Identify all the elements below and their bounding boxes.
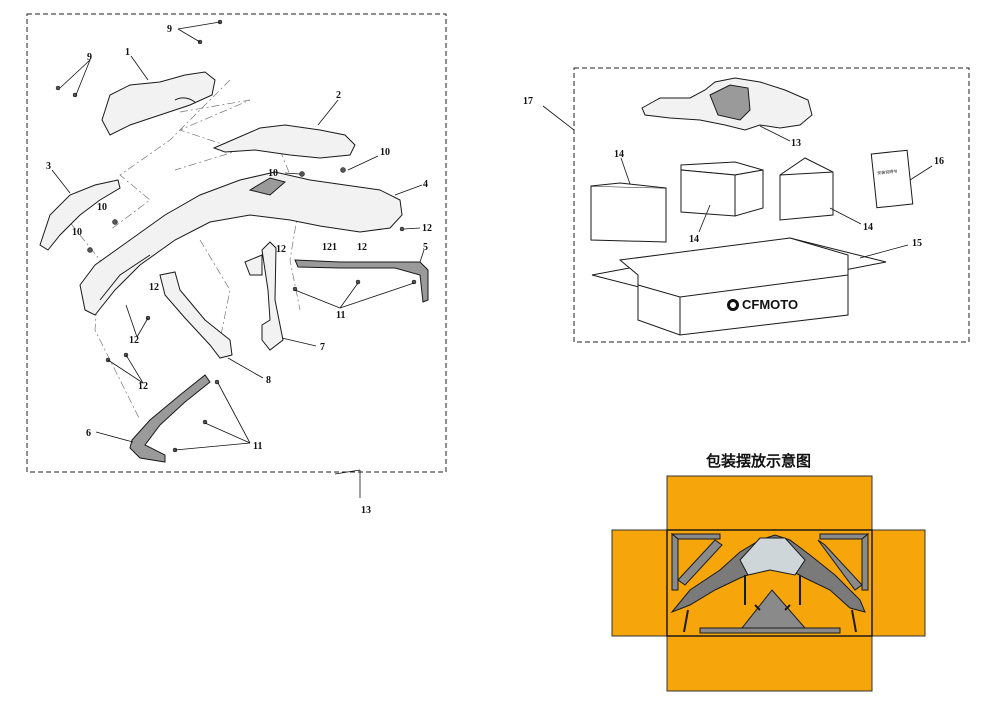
part-7-mounting-plate bbox=[261, 241, 284, 351]
nut bbox=[87, 247, 93, 253]
manual: 安装说明书 bbox=[870, 149, 914, 209]
manual-label: 安装说明书 bbox=[877, 167, 898, 175]
callout-12-center: 12 bbox=[357, 242, 367, 253]
screw bbox=[55, 85, 61, 91]
part-8-support-arm bbox=[159, 271, 233, 359]
packing-layout-title: 包装摆放示意图 bbox=[706, 452, 811, 470]
foam-bar-top-right bbox=[819, 533, 870, 540]
part-2-right-trim bbox=[212, 124, 356, 159]
construction-line bbox=[174, 99, 251, 171]
foam-block-right-edge bbox=[779, 171, 834, 176]
callout-10-left-upper: 10 bbox=[97, 202, 107, 213]
callout-15: 15 bbox=[912, 238, 922, 249]
package-view: 安装说明书 CFMOTO 17 13 14 14 14 bbox=[523, 67, 970, 343]
rack-top-cover-in-box bbox=[739, 537, 806, 576]
callout-14-center: 14 bbox=[689, 234, 699, 245]
callout-11-right: 11 bbox=[336, 310, 345, 321]
callout-6: 6 bbox=[86, 428, 91, 439]
foam-bar-bottom bbox=[699, 627, 841, 634]
callout-10-left-lower: 10 bbox=[72, 227, 82, 238]
assembled-rack-center bbox=[709, 84, 751, 121]
foam-block-right bbox=[779, 157, 834, 221]
main-assembly-frame bbox=[26, 13, 447, 473]
callout-12-arm: 12 bbox=[149, 282, 159, 293]
manual-sheet bbox=[870, 149, 914, 209]
package-view-frame bbox=[573, 67, 970, 343]
foam-brace-right bbox=[817, 539, 863, 591]
box-flap-top bbox=[666, 475, 873, 532]
callout-9-top: 9 bbox=[167, 24, 172, 35]
part-1-detail bbox=[174, 97, 196, 103]
callout-16: 16 bbox=[934, 156, 944, 167]
callout-10-right: 10 bbox=[380, 147, 390, 158]
part-5-right-bracket bbox=[294, 259, 429, 303]
callout-13: 13 bbox=[361, 505, 371, 516]
rack-feet-in-box bbox=[683, 609, 857, 633]
callout-12-low: 12 bbox=[129, 335, 139, 346]
foam-brace-left bbox=[677, 539, 723, 586]
callout-8: 8 bbox=[266, 375, 271, 386]
nut bbox=[340, 167, 346, 173]
part-4-main-frame bbox=[79, 171, 403, 316]
callout-10-center: 10 bbox=[268, 168, 278, 179]
callout-2: 2 bbox=[336, 90, 341, 101]
callout-group: 1 2 3 4 5 6 7 8 9 9 10 10 10 10 11 11 12… bbox=[46, 24, 432, 516]
part-6-lower-bracket bbox=[129, 374, 211, 463]
callout-17: 17 bbox=[523, 96, 533, 107]
construction-line bbox=[199, 239, 231, 341]
box-flap-left bbox=[611, 529, 669, 637]
callout-3: 3 bbox=[46, 161, 51, 172]
callout-9-left: 9 bbox=[87, 52, 92, 63]
callout-13-package: 13 bbox=[791, 138, 801, 149]
screw bbox=[399, 226, 405, 232]
construction-line bbox=[109, 79, 231, 231]
leader-lines bbox=[51, 21, 425, 498]
callout-4: 4 bbox=[423, 179, 428, 190]
box-flap-right bbox=[870, 529, 926, 637]
callout-1: 1 bbox=[125, 47, 130, 58]
callout-121: 121 bbox=[322, 242, 337, 253]
box-flap-bottom bbox=[666, 635, 873, 692]
cfmoto-logo: CFMOTO bbox=[727, 297, 798, 312]
package-callout-group: 17 13 14 14 14 15 16 bbox=[523, 96, 944, 249]
main-assembly: 1 2 3 4 5 6 7 8 9 9 10 10 10 10 11 11 12… bbox=[26, 13, 447, 516]
callout-11-lower: 11 bbox=[253, 441, 262, 452]
foam-block-left bbox=[590, 185, 667, 243]
nut bbox=[299, 171, 305, 177]
construction-line bbox=[59, 209, 141, 421]
callout-12-bottom: 12 bbox=[138, 381, 148, 392]
callout-12-plate: 12 bbox=[276, 244, 286, 255]
foam-bar-right bbox=[861, 532, 869, 591]
part-7-tab bbox=[244, 254, 263, 276]
callout-14-right: 14 bbox=[863, 222, 873, 233]
part-4-detail bbox=[99, 254, 151, 301]
callout-12-far-right: 12 bbox=[422, 223, 432, 234]
cfmoto-brand-text: CFMOTO bbox=[742, 297, 798, 312]
part-1-top-cover bbox=[101, 71, 216, 136]
package-leader-lines bbox=[542, 105, 933, 259]
rack-legs-in-box bbox=[744, 575, 801, 611]
packing-layout: 包装摆放示意图 bbox=[611, 452, 926, 692]
screw bbox=[202, 419, 208, 425]
cfmoto-emblem-inner bbox=[730, 302, 736, 308]
callout-5: 5 bbox=[423, 242, 428, 253]
callout-7: 7 bbox=[320, 342, 325, 353]
nut bbox=[112, 219, 118, 225]
foam-bar-top-left bbox=[670, 533, 721, 540]
part-4-mount bbox=[248, 177, 287, 196]
construction-line bbox=[279, 149, 301, 311]
foam-block-left-top bbox=[590, 182, 667, 189]
fastener-group bbox=[55, 19, 417, 453]
foam-block-center-side bbox=[734, 169, 764, 217]
screw bbox=[355, 279, 361, 285]
part-3-left-trim bbox=[39, 179, 121, 251]
foam-bar-left bbox=[671, 532, 679, 591]
callout-14-left: 14 bbox=[614, 149, 624, 160]
